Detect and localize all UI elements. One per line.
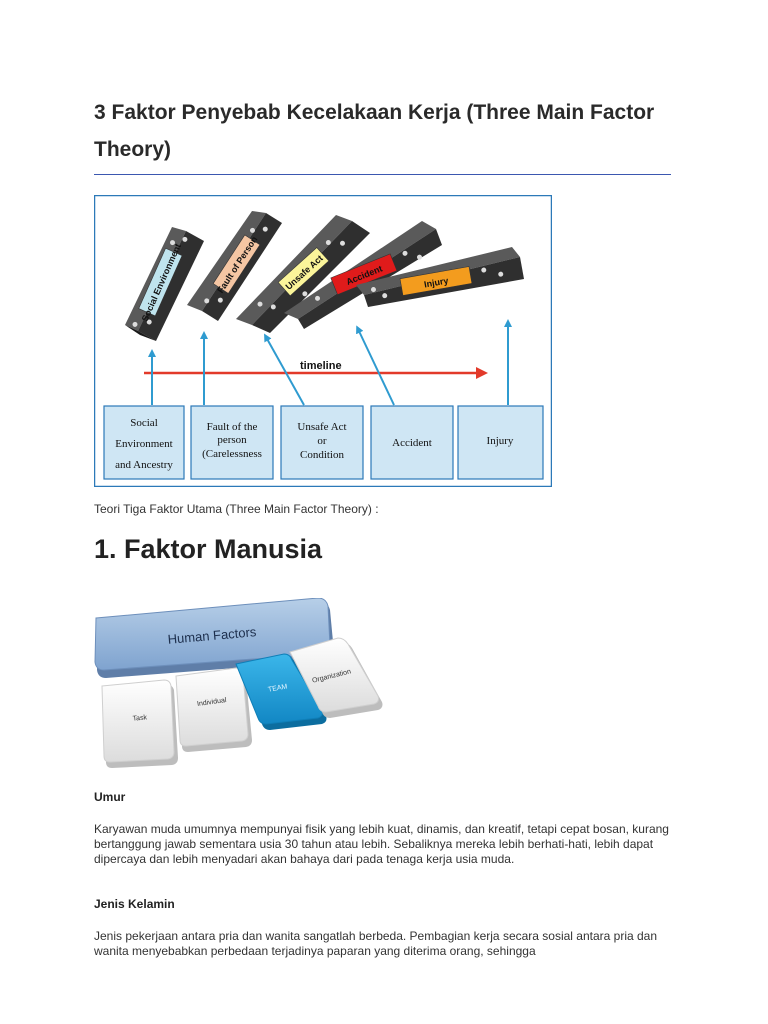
human-factors-figure: Human Factors Task Individual TEAM Organ…: [94, 598, 383, 768]
page-title: 3 Faktor Penyebab Kecelakaan Kerja (Thre…: [94, 101, 655, 161]
domino-fault-of-person: Fault of Person: [187, 211, 282, 321]
domino-label-box-2: [212, 234, 261, 294]
domino-label-box-1: [138, 247, 183, 317]
cause-box-2-line-3: (Carelessness: [202, 448, 262, 460]
domino-label-5: Injury: [423, 275, 449, 289]
organization-key: Organization: [289, 637, 383, 718]
domino-social-environment: Social Environment: [125, 227, 204, 341]
cause-box-2-line-2: person: [217, 434, 247, 446]
section-heading: 1. Faktor Manusia: [94, 534, 323, 564]
cause-box-3-line-3: Condition: [300, 449, 345, 461]
arrow-3: [264, 333, 305, 406]
cause-box-3-line-2: or: [317, 435, 327, 447]
timeline-label: timeline: [300, 360, 342, 372]
cause-box-2-line-1: Fault of the: [207, 421, 258, 433]
subheading-jenis-kelamin: Jenis Kelamin: [94, 897, 175, 911]
task-key-label: Task: [132, 714, 147, 722]
domino-theory-figure: Social Environment Fault of Person Unsaf…: [94, 195, 552, 487]
cause-box-3-line-1: Unsafe Act: [297, 421, 346, 433]
cause-box-1-line-3: and Ancestry: [115, 459, 173, 471]
cause-box-1: [103, 405, 185, 480]
team-key: TEAM: [235, 653, 327, 730]
individual-key: Individual: [175, 667, 252, 752]
cause-box-3: [280, 405, 364, 480]
cause-box-1-line-2: Environment: [115, 438, 172, 450]
domino-label-box-5: [399, 266, 473, 296]
paragraph-umur: Karyawan muda umumnya mempunyai fisik ya…: [94, 822, 669, 866]
title-underline: [94, 174, 671, 175]
cause-box-2: [190, 405, 274, 480]
domino-accident: Accident: [284, 221, 442, 329]
domino-label-box-3: [277, 247, 330, 297]
cause-box-5-line-1: Injury: [487, 435, 514, 447]
individual-key-label: Individual: [197, 697, 228, 708]
domino-injury: Injury: [356, 247, 524, 307]
subheading-umur: Umur: [94, 790, 126, 804]
cause-box-4-line-1: Accident: [392, 437, 432, 449]
paragraph-jenis-kelamin: Jenis pekerjaan antara pria dan wanita s…: [94, 929, 658, 958]
human-factors-key: Human Factors: [94, 598, 334, 678]
cause-box-1-line-1: Social: [130, 417, 158, 429]
cause-box-4: [370, 405, 454, 480]
team-key-label: TEAM: [268, 683, 289, 693]
figure-caption: Teori Tiga Faktor Utama (Three Main Fact…: [94, 502, 379, 516]
arrow-4: [356, 325, 395, 406]
task-key: Task: [101, 679, 178, 768]
cause-box-5: [457, 405, 544, 480]
